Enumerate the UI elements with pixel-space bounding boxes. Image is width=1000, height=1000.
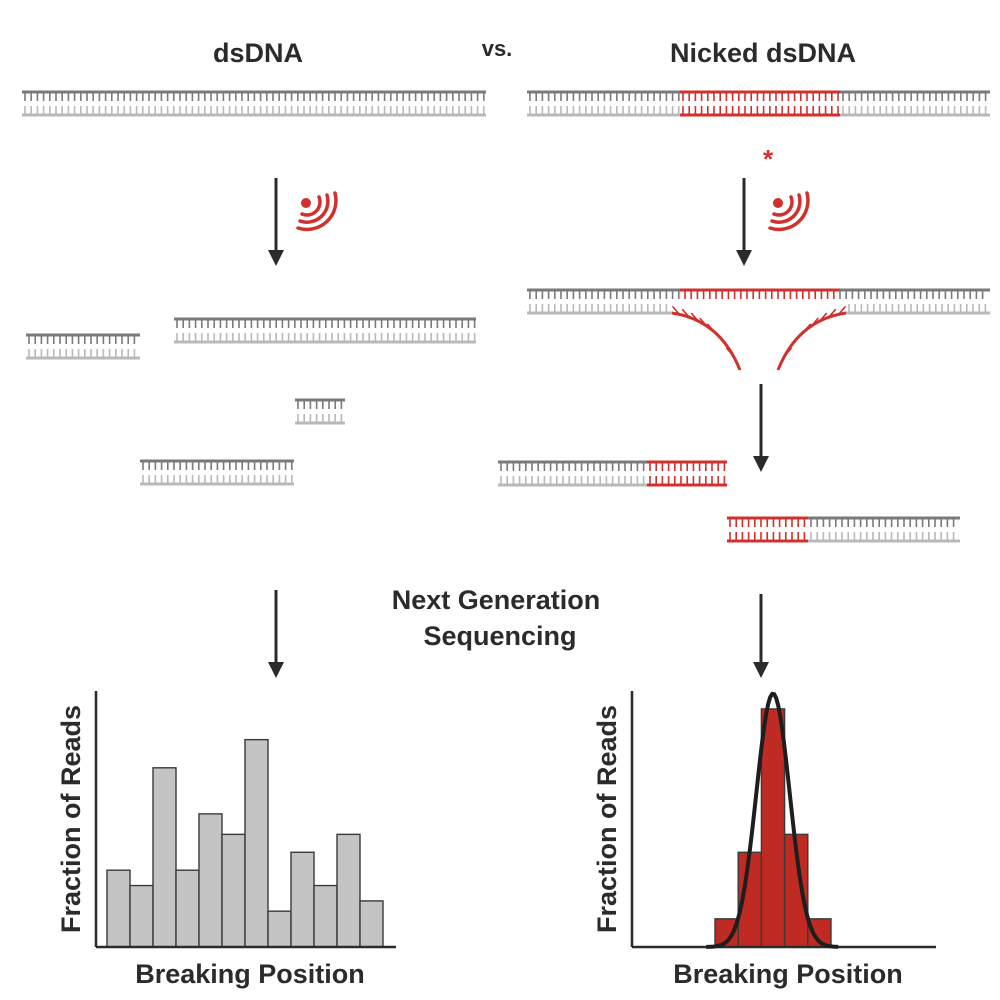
radiation-waves-icon <box>296 191 338 232</box>
left-title: dsDNA <box>213 38 303 68</box>
histogram-bar <box>290 851 315 948</box>
histogram-bar <box>175 869 200 948</box>
nicked-fragments <box>498 460 960 543</box>
histogram-bar <box>244 738 269 948</box>
right-title: Nicked dsDNA <box>670 38 856 68</box>
histogram-bar <box>152 767 177 948</box>
dsdna-fragment <box>140 459 294 486</box>
dsdna-fragment <box>295 398 345 425</box>
dsdna-intact <box>22 90 486 117</box>
arrow-right-1 <box>736 178 752 266</box>
nicked-dsdna-melted <box>527 288 990 371</box>
arrow-right-2 <box>753 384 769 472</box>
arrow-left-1 <box>268 178 284 266</box>
nicked-fragment <box>727 516 960 543</box>
x-axis-label: Breaking Position <box>673 959 903 989</box>
ngs-label-line2: Sequencing <box>423 621 576 651</box>
nicked-dsdna <box>527 90 990 117</box>
histogram-bar <box>359 900 384 948</box>
histogram-bar <box>106 869 131 948</box>
nicked-fragment <box>498 460 727 487</box>
melted-strand <box>527 288 990 371</box>
histogram-bar <box>760 708 786 948</box>
y-axis-label: Fraction of Reads <box>56 705 86 933</box>
x-axis-label: Breaking Position <box>135 959 365 989</box>
nick-marker: * <box>763 144 774 174</box>
arrow-left-2 <box>268 590 284 678</box>
dsdna-fragments <box>26 317 476 486</box>
histogram-bar <box>336 833 361 948</box>
histogram-bar <box>221 833 246 948</box>
dsdna-fragment <box>26 333 140 360</box>
histogram-bar <box>267 910 292 948</box>
nicked-dsdna-strand <box>527 90 990 117</box>
dsdna-fragment <box>174 317 476 344</box>
gaussian-fit-curve <box>706 691 839 949</box>
radiation-waves-icon <box>768 191 810 232</box>
histogram-bar <box>198 813 223 948</box>
histogram-bar <box>313 884 338 948</box>
vs-label: vs. <box>482 36 513 61</box>
arrow-right-3 <box>753 594 769 678</box>
histogram-bar <box>129 884 154 948</box>
y-axis-label: Fraction of Reads <box>592 705 622 933</box>
ngs-label-line1: Next Generation <box>392 585 601 615</box>
dsdna-strand <box>22 90 486 117</box>
